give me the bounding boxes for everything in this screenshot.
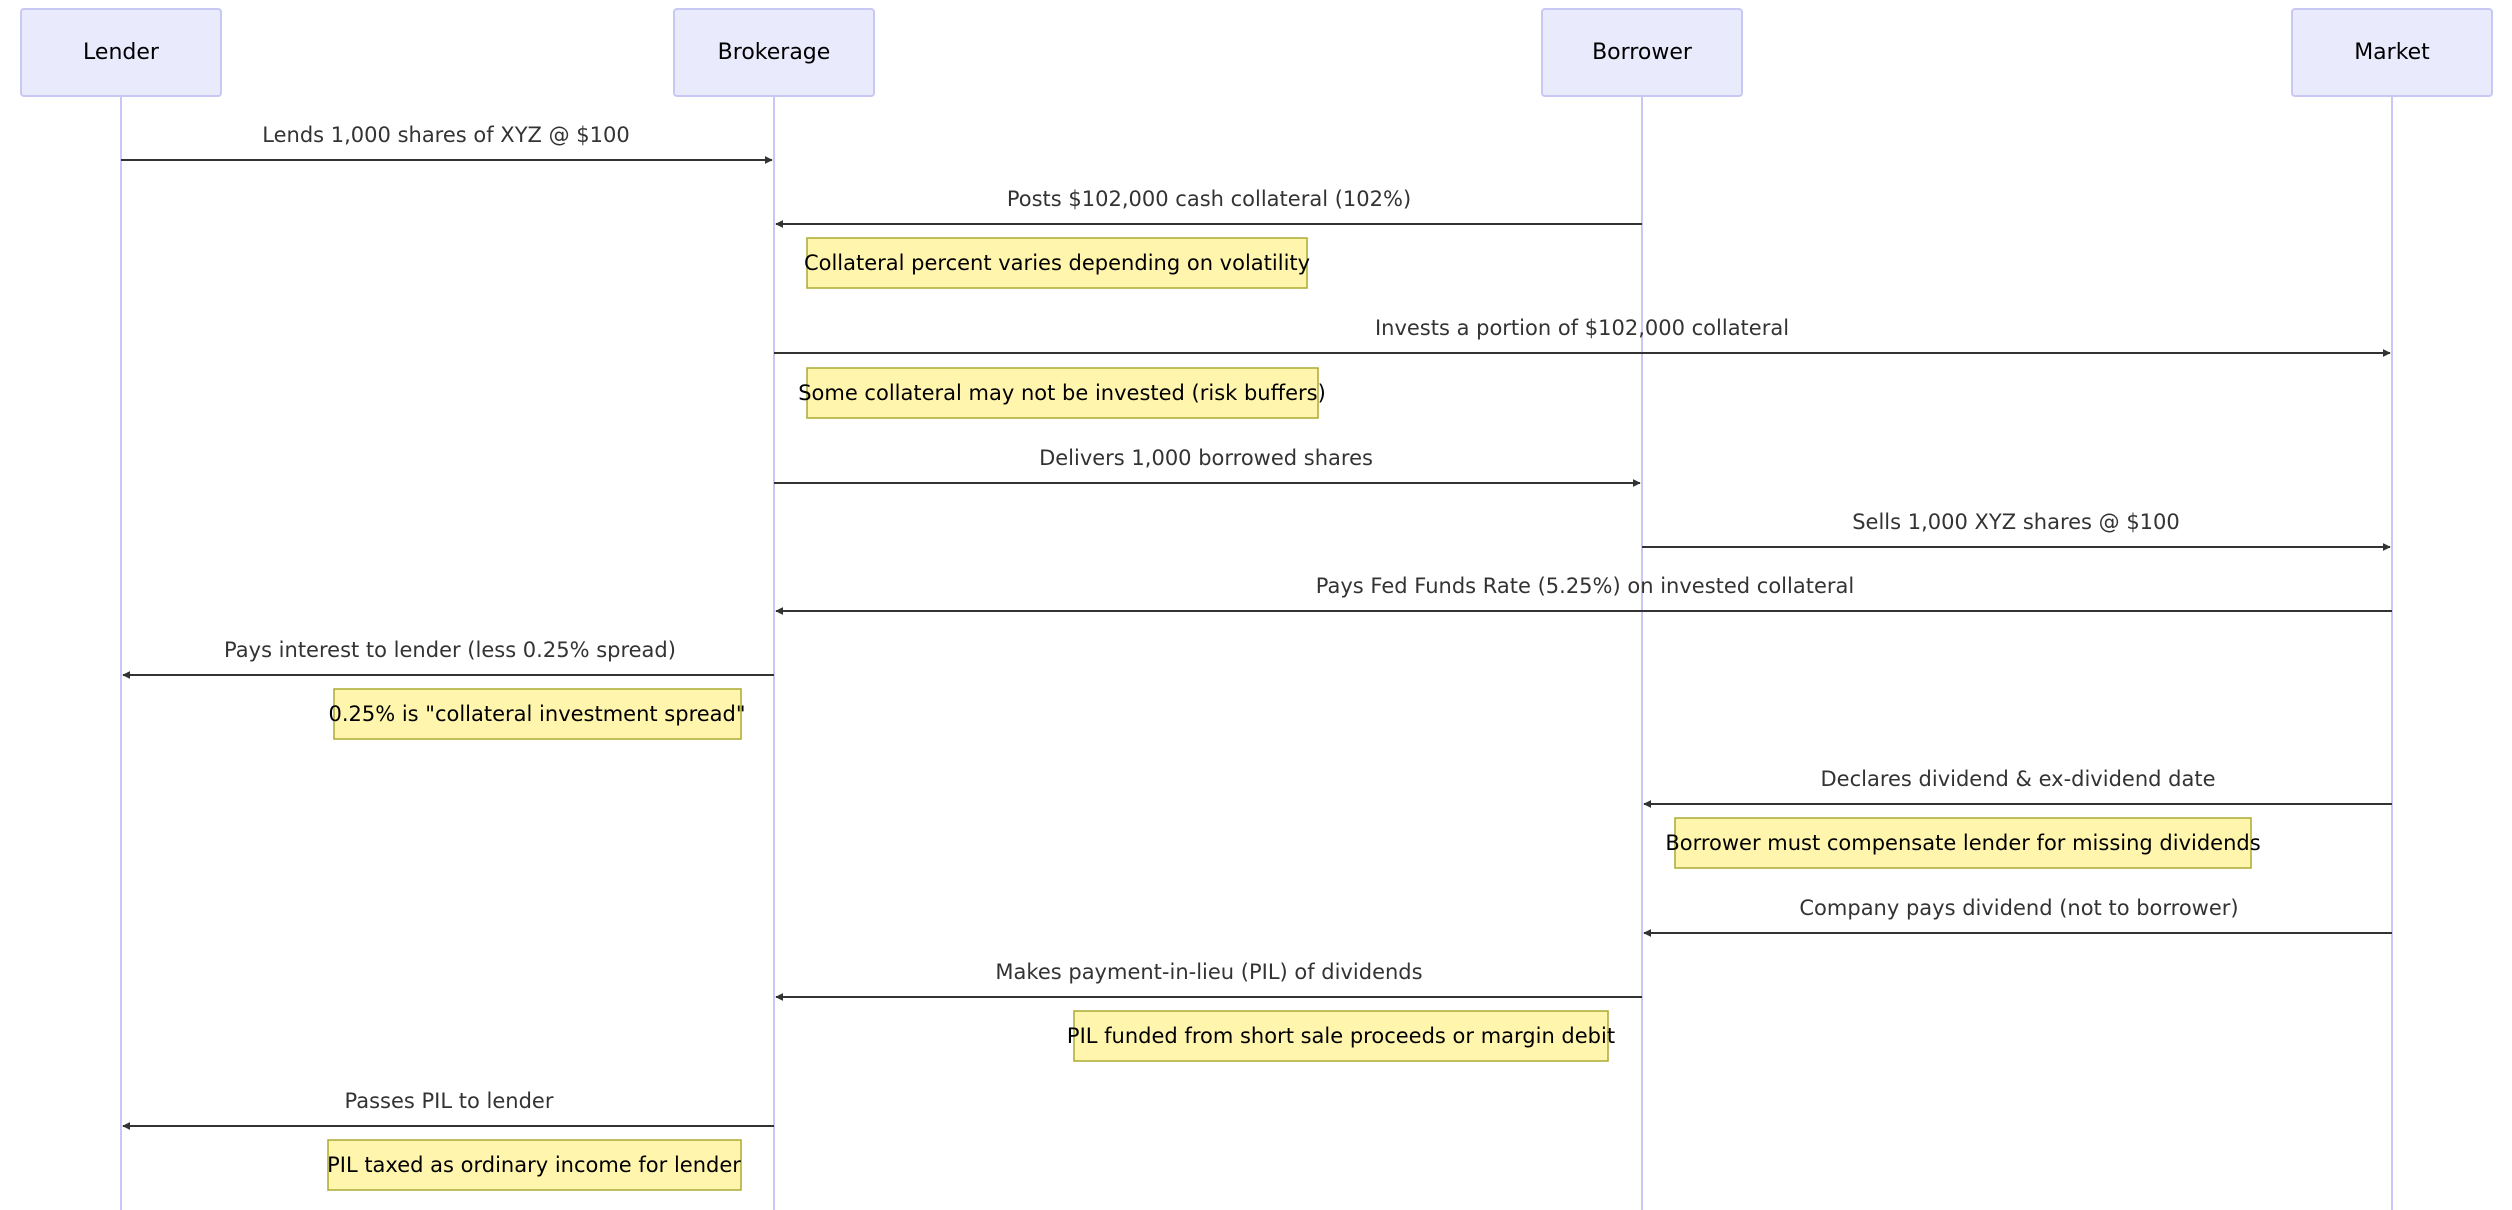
message-label: Company pays dividend (not to borrower) <box>1799 896 2238 920</box>
note-pil-taxed: PIL taxed as ordinary income for lender <box>327 1139 742 1191</box>
actor-label: Market <box>2354 40 2430 65</box>
note-label: Borrower must compensate lender for miss… <box>1665 831 2260 855</box>
actor-label: Lender <box>83 40 160 65</box>
actor-borrower: Borrower <box>1541 8 1743 97</box>
note-label: Collateral percent varies depending on v… <box>804 251 1310 275</box>
note-label: PIL funded from short sale proceeds or m… <box>1067 1024 1615 1048</box>
note-collateral-percent: Collateral percent varies depending on v… <box>804 237 1310 289</box>
message-delivers-shares: Delivers 1,000 borrowed shares <box>774 446 1641 487</box>
note-label: 0.25% is "collateral investment spread" <box>328 702 745 726</box>
message-label: Lends 1,000 shares of XYZ @ $100 <box>262 123 629 147</box>
message-invests-collateral: Invests a portion of $102,000 collateral <box>774 316 2391 357</box>
message-pays-fed-funds: Pays Fed Funds Rate (5.25%) on invested … <box>775 574 2392 615</box>
message-company-pays-dividend: Company pays dividend (not to borrower) <box>1643 896 2392 937</box>
message-posts-collateral: Posts $102,000 cash collateral (102%) <box>775 187 1642 228</box>
note-label: Some collateral may not be invested (ris… <box>798 381 1326 405</box>
message-label: Declares dividend & ex-dividend date <box>1821 767 2216 791</box>
message-label: Posts $102,000 cash collateral (102%) <box>1007 187 1411 211</box>
note-label: PIL taxed as ordinary income for lender <box>327 1153 741 1177</box>
message-label: Delivers 1,000 borrowed shares <box>1039 446 1373 470</box>
message-payment-in-lieu: Makes payment-in-lieu (PIL) of dividends <box>775 960 1642 1001</box>
message-label: Invests a portion of $102,000 collateral <box>1375 316 1789 340</box>
message-label: Pays Fed Funds Rate (5.25%) on invested … <box>1316 574 1854 598</box>
note-investment-spread: 0.25% is "collateral investment spread" <box>328 688 746 740</box>
note-pil-funding: PIL funded from short sale proceeds or m… <box>1067 1010 1615 1062</box>
actor-market: Market <box>2291 8 2493 97</box>
message-label: Pays interest to lender (less 0.25% spre… <box>224 638 676 662</box>
note-risk-buffers: Some collateral may not be invested (ris… <box>798 367 1326 419</box>
message-declares-dividend: Declares dividend & ex-dividend date <box>1643 767 2392 808</box>
message-pays-interest: Pays interest to lender (less 0.25% spre… <box>122 638 774 679</box>
message-label: Sells 1,000 XYZ shares @ $100 <box>1852 510 2180 534</box>
message-sells-shares: Sells 1,000 XYZ shares @ $100 <box>1642 510 2391 551</box>
message-passes-pil: Passes PIL to lender <box>122 1089 774 1130</box>
actor-label: Brokerage <box>718 40 831 65</box>
message-lends-shares: Lends 1,000 shares of XYZ @ $100 <box>121 123 773 164</box>
message-label: Makes payment-in-lieu (PIL) of dividends <box>995 960 1422 984</box>
note-compensate-lender: Borrower must compensate lender for miss… <box>1665 817 2261 869</box>
message-label: Passes PIL to lender <box>345 1089 554 1113</box>
actor-label: Borrower <box>1592 40 1693 65</box>
actor-lender: Lender <box>20 8 222 97</box>
actor-brokerage: Brokerage <box>673 8 875 97</box>
